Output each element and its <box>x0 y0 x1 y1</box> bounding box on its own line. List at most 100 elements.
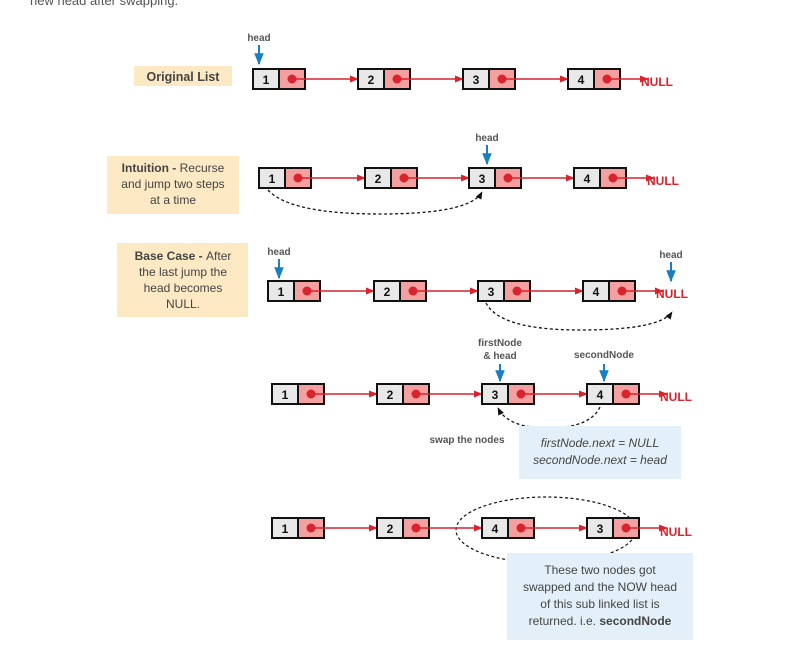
list-node: 3 <box>468 167 522 189</box>
node-value: 1 <box>278 285 285 299</box>
pointer-dot <box>621 523 631 533</box>
node-value: 4 <box>578 73 585 87</box>
null-label: NULL <box>660 390 692 404</box>
null-label: NULL <box>641 75 673 89</box>
list-node: 3 <box>586 517 640 539</box>
row-intuition: Intuition - Recurse and jump two steps a… <box>107 133 679 215</box>
swap-back-arrow <box>497 406 601 429</box>
node-value: 4 <box>593 285 600 299</box>
list-node: 4 <box>573 167 627 189</box>
note-line: swapped and the NOW head <box>523 580 677 594</box>
list-node: 1 <box>267 280 321 302</box>
pointer-dot <box>392 74 402 84</box>
row-label-box <box>134 66 232 86</box>
note-box <box>519 426 681 479</box>
row-label-line: head becomes <box>144 281 223 295</box>
note-box <box>507 553 693 640</box>
pointer-dot <box>411 389 421 399</box>
head-label: head <box>267 247 290 258</box>
pointer-dot <box>302 286 312 296</box>
row-label: Base Case - After <box>135 249 232 263</box>
second-node-label: secondNode <box>574 350 634 361</box>
row-swap-step: firstNode & head secondNode 1 2 3 4 NULL sw… <box>271 338 692 479</box>
node-value: 2 <box>387 522 394 536</box>
row-label-line: NULL. <box>166 297 200 311</box>
list-node: 4 <box>586 383 640 405</box>
note-line: of this sub linked list is <box>540 597 659 611</box>
row-label: Original List <box>147 70 221 84</box>
node-value: 4 <box>584 172 591 186</box>
list-node: 1 <box>252 68 306 90</box>
node-value: 3 <box>597 522 604 536</box>
list-node: 1 <box>271 383 325 405</box>
null-label: NULL <box>660 525 692 539</box>
list-node: 4 <box>582 280 636 302</box>
node-value: 1 <box>263 73 270 87</box>
swap-the-nodes-label: swap the nodes <box>429 435 504 446</box>
node-value: 3 <box>473 73 480 87</box>
pointer-dot <box>617 286 627 296</box>
node-value: 3 <box>479 172 486 186</box>
pointer-dot <box>497 74 507 84</box>
pointer-dot <box>503 173 513 183</box>
list-node: 3 <box>477 280 531 302</box>
list-node: 4 <box>567 68 621 90</box>
node-value: 4 <box>492 522 499 536</box>
row-label-line: the last jump the <box>139 265 227 279</box>
null-head-label: head <box>659 250 682 261</box>
row-label-box <box>117 243 248 317</box>
node-value: 2 <box>384 285 391 299</box>
jump-arrow <box>485 302 673 331</box>
node-value: 1 <box>282 388 289 402</box>
pointer-dot <box>399 173 409 183</box>
list-node: 4 <box>481 517 535 539</box>
pointer-dot <box>287 74 297 84</box>
first-node-label-2: & head <box>483 351 516 362</box>
node-value: 3 <box>488 285 495 299</box>
null-label: NULL <box>647 174 679 188</box>
pointer-dot <box>512 286 522 296</box>
pointer-dot <box>516 523 526 533</box>
first-node-label: firstNode <box>478 338 522 349</box>
pointer-dot <box>516 389 526 399</box>
note-line: These two nodes got <box>544 563 656 577</box>
node-value: 2 <box>368 73 375 87</box>
note-line: firstNode.next = NULL <box>541 436 659 450</box>
pointer-dot <box>608 173 618 183</box>
row-base-case: Base Case - After the last jump the head… <box>117 243 688 331</box>
row-original: Original List head 1 2 3 4 NULL <box>134 33 673 90</box>
list-node: 1 <box>258 167 312 189</box>
node-value: 1 <box>269 172 276 186</box>
list-node: 2 <box>357 68 411 90</box>
list-node: 2 <box>376 517 430 539</box>
list-node: 3 <box>481 383 535 405</box>
node-value: 3 <box>492 388 499 402</box>
pointer-dot <box>408 286 418 296</box>
node-value: 1 <box>282 522 289 536</box>
note-line: returned. i.e. secondNode <box>529 614 672 628</box>
pointer-dot <box>306 389 316 399</box>
row-label-line: at a time <box>150 193 196 207</box>
row-label: Intuition - Recurse <box>122 161 225 175</box>
pointer-dot <box>306 523 316 533</box>
jump-arrow <box>267 189 483 215</box>
pointer-dot <box>602 74 612 84</box>
node-value: 2 <box>375 172 382 186</box>
note-line: secondNode.next = head <box>533 453 667 467</box>
page-caption: new head after swapping. <box>30 0 179 8</box>
row-label-box <box>107 156 239 214</box>
head-label: head <box>475 133 498 144</box>
node-value: 2 <box>387 388 394 402</box>
pointer-dot <box>411 523 421 533</box>
row-label-line: and jump two steps <box>121 177 224 191</box>
pointer-dot <box>621 389 631 399</box>
null-label: NULL <box>656 287 688 301</box>
list-node: 1 <box>271 517 325 539</box>
head-label: head <box>247 33 270 44</box>
row-swapped: 1 2 4 3 NULL These two nodes got swapped an… <box>271 496 693 640</box>
pointer-dot <box>293 173 303 183</box>
list-node: 2 <box>364 167 418 189</box>
node-value: 4 <box>597 388 604 402</box>
list-node: 2 <box>376 383 430 405</box>
